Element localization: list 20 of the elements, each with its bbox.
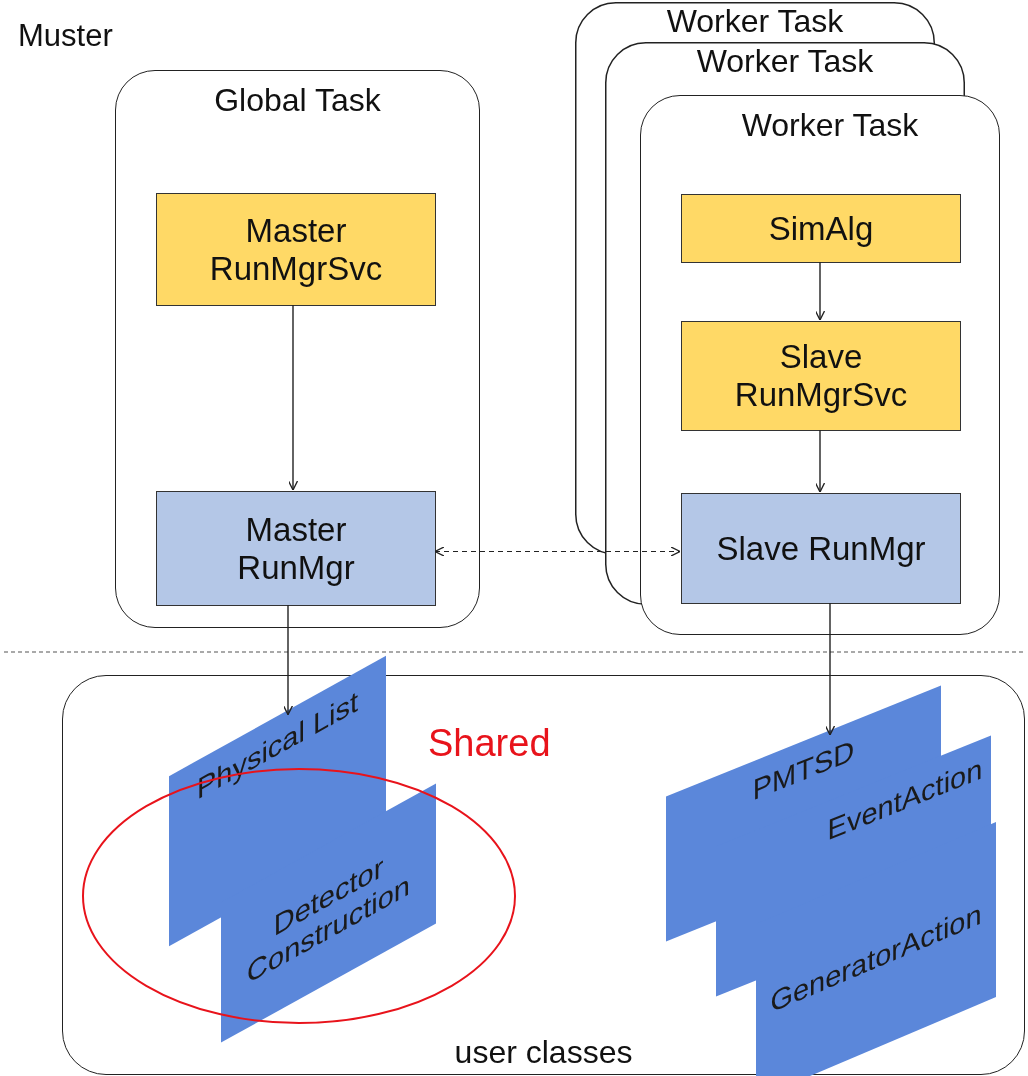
panel-title: Worker Task <box>695 44 875 80</box>
arrow <box>282 604 294 716</box>
shared-label: Shared <box>428 722 551 765</box>
service-box: Master RunMgrSvc <box>156 193 436 306</box>
diagram-title: Muster <box>18 18 113 54</box>
panel-title: Global Task <box>213 83 382 119</box>
panel-title: Worker Task <box>665 4 845 40</box>
panel-title: user classes <box>453 1034 634 1070</box>
service-box: Slave RunMgrSvc <box>681 321 961 431</box>
arrow <box>814 429 826 493</box>
manager-box: Master RunMgr <box>156 491 436 606</box>
task-panel <box>640 95 1000 635</box>
manager-box: Slave RunMgr <box>681 493 961 604</box>
arrow <box>814 261 826 321</box>
panel-title: Worker Task <box>740 108 920 144</box>
arrow <box>287 304 299 491</box>
arrow <box>434 546 681 557</box>
service-box: SimAlg <box>681 194 961 263</box>
task-panel <box>115 70 480 628</box>
arrow <box>824 602 836 736</box>
